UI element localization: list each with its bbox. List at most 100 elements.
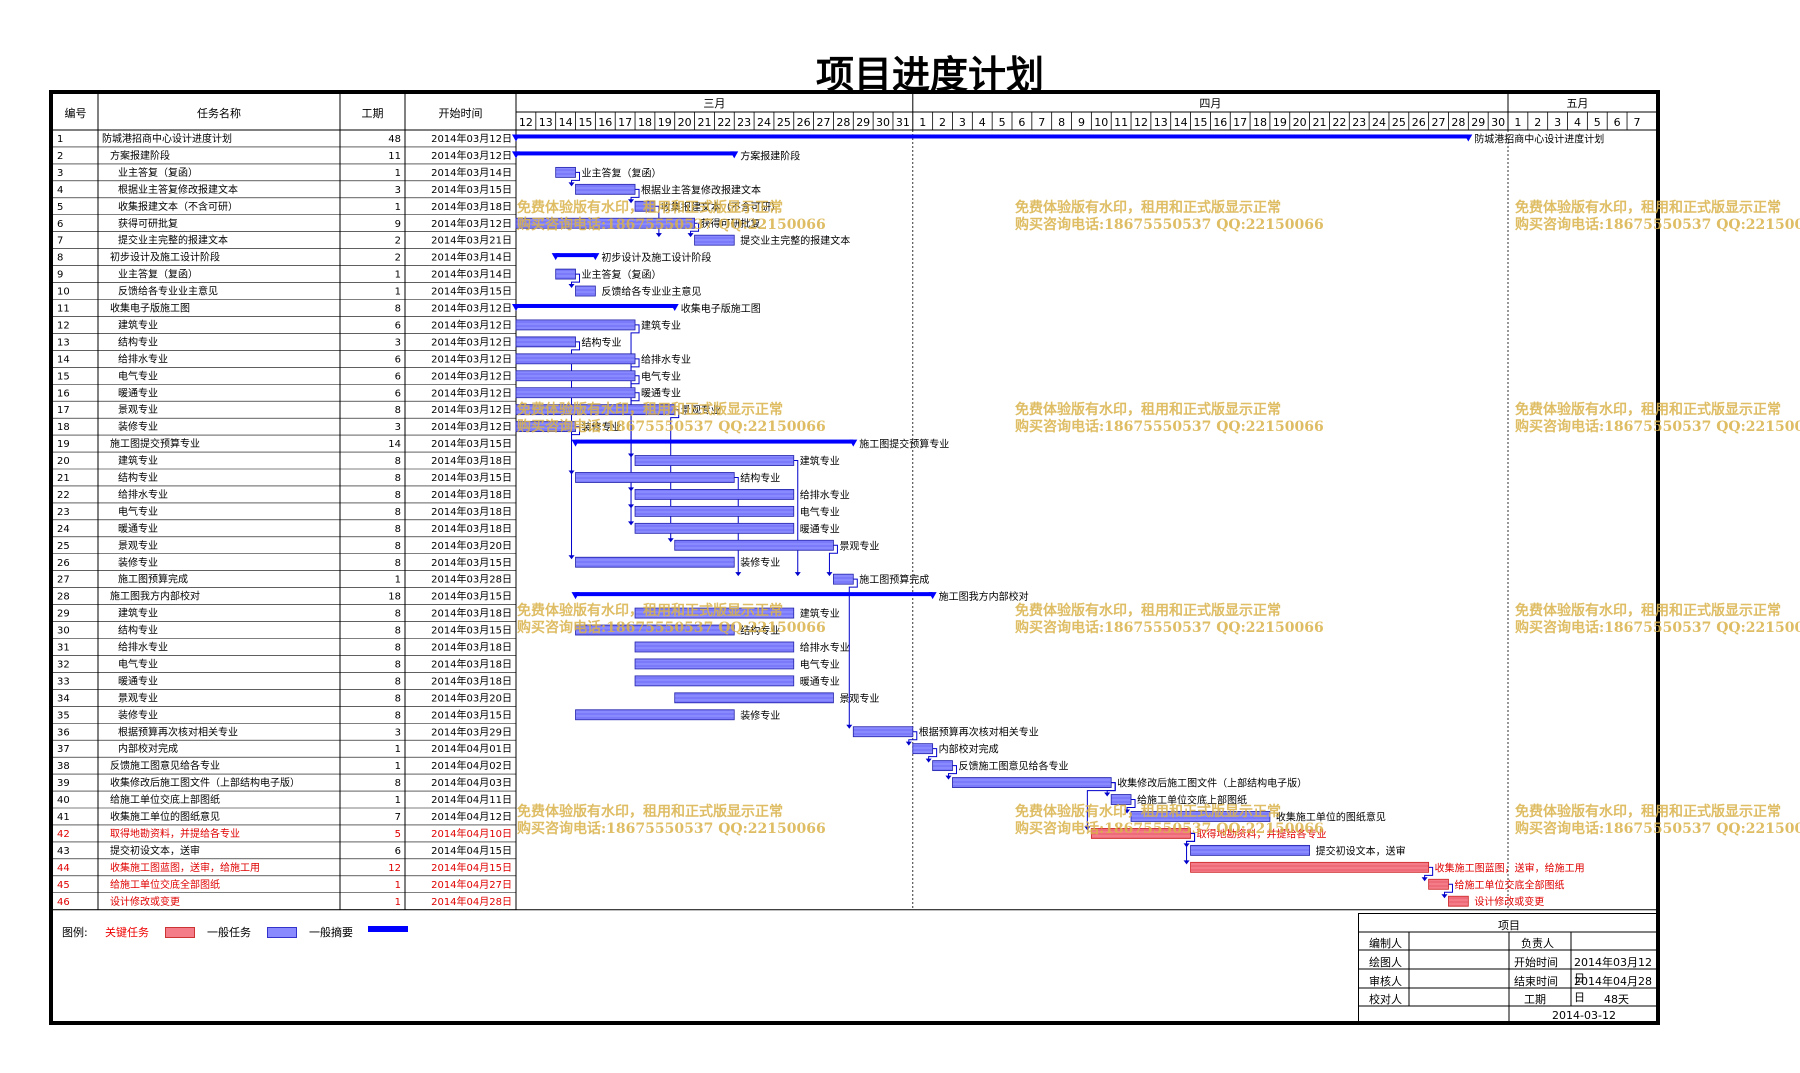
dependency-arrow [735,572,742,577]
row-duration: 1 [395,575,401,586]
task-bar [634,455,795,466]
day-label: 12 [1134,116,1148,129]
row-name: 内部校对完成 [118,742,178,755]
row-id: 8 [57,253,63,264]
row-duration: 8 [395,524,401,535]
dependency-arrow [568,555,575,560]
task-bar-label: 提交业主完整的报建文本 [740,234,850,247]
summary-cap-right [849,439,858,447]
row-start: 2014年03月18日 [431,454,512,467]
row-duration: 1 [395,880,401,891]
row-start: 2014年03月12日 [431,149,512,162]
row-duration: 8 [395,643,401,654]
title-block-reviewer: 审核人 [1369,975,1402,988]
task-bar-label: 给排水专业 [800,488,850,501]
row-duration: 8 [395,405,401,416]
row-duration: 8 [395,558,401,569]
row-id: 25 [57,541,70,552]
row-duration: 1 [395,287,401,298]
task-bar [932,760,953,772]
row-id: 36 [57,727,70,738]
row-start: 2014年04月03日 [431,776,512,789]
task-bar [674,539,834,551]
task-bar [575,556,735,568]
row-id: 30 [57,626,70,637]
grid-layer [53,94,1657,911]
row-duration: 18 [388,592,401,603]
task-bar [575,285,596,297]
day-label: 1 [1514,116,1521,129]
row-duration: 3 [395,422,401,433]
row-id: 6 [57,219,63,230]
summary-cap-left [571,439,580,447]
day-label: 7 [1633,116,1640,129]
title-block-owner: 负责人 [1521,937,1554,950]
title-block-duration-label: 工期 [1524,993,1546,1006]
row-duration: 14 [388,439,401,450]
row-id: 15 [57,371,70,382]
row-start: 2014年04月10日 [431,827,512,840]
day-label: 26 [1412,116,1426,129]
task-bar-label: 装修专业 [740,709,780,722]
row-start: 2014年03月20日 [431,539,512,552]
task-bar [1190,844,1311,856]
day-label: 16 [598,116,612,129]
page-title: 项目进度计划 [815,52,1044,97]
row-name: 收集电子版施工图 [110,302,190,315]
task-bar-label: 给排水专业 [800,641,850,654]
task-bar-label: 反馈施工图意见给各专业 [958,760,1068,773]
dependency-arrow [628,199,635,204]
row-name: 防城港招商中心设计进度计划 [102,132,232,145]
row-id: 32 [57,659,70,670]
row-id: 34 [57,693,70,704]
task-bar [515,370,636,382]
header-start: 开始时间 [439,106,483,120]
row-duration: 9 [395,219,401,230]
row-id: 41 [57,812,70,823]
row-name: 景观专业 [118,691,158,704]
row-id: 5 [57,202,63,213]
dependency-arrow [846,724,853,729]
row-id: 28 [57,592,70,603]
day-label: 26 [797,116,811,129]
row-start: 2014年03月18日 [431,200,512,213]
row-duration: 8 [395,710,401,721]
critical-task-bar [1090,828,1191,839]
row-id: 7 [57,236,63,247]
row-id: 18 [57,422,70,433]
task-bar [515,353,636,365]
row-start: 2014年03月14日 [431,166,512,179]
day-label: 16 [1213,116,1227,129]
dependency-arrow [687,233,694,238]
day-label: 30 [876,116,890,129]
task-bar [515,404,676,416]
row-id: 39 [57,778,70,789]
row-start: 2014年04月02日 [431,759,512,772]
task-bar-label: 电气专业 [641,370,681,383]
dependency-link [928,748,938,760]
task-bar [555,166,576,178]
row-name: 装修专业 [118,556,158,569]
row-duration: 6 [395,846,401,857]
row-name: 收集施工图蓝图，送审，给施工用 [110,861,260,874]
task-bar-label: 装修专业 [582,421,622,434]
row-start: 2014年04月15日 [431,861,512,874]
row-id: 38 [57,761,70,772]
task-bar-label: 根据预算再次核对相关专业 [919,726,1039,739]
row-start: 2014年04月12日 [431,810,512,823]
row-name: 收集施工单位的图纸意见 [110,810,220,823]
row-name: 暖通专业 [118,522,158,535]
row-duration: 6 [395,371,401,382]
row-start: 2014年03月28日 [431,573,512,586]
dependency-link [1086,782,1116,828]
dependency-link [690,222,700,235]
task-bar-label: 结构专业 [740,471,780,484]
row-name: 施工图提交预算专业 [110,437,200,450]
row-start: 2014年03月29日 [431,725,512,738]
day-label: 13 [539,116,553,129]
day-label: 1 [919,116,926,129]
row-start: 2014年03月12日 [431,420,512,433]
row-start: 2014年03月20日 [431,691,512,704]
task-bar [952,777,1112,788]
